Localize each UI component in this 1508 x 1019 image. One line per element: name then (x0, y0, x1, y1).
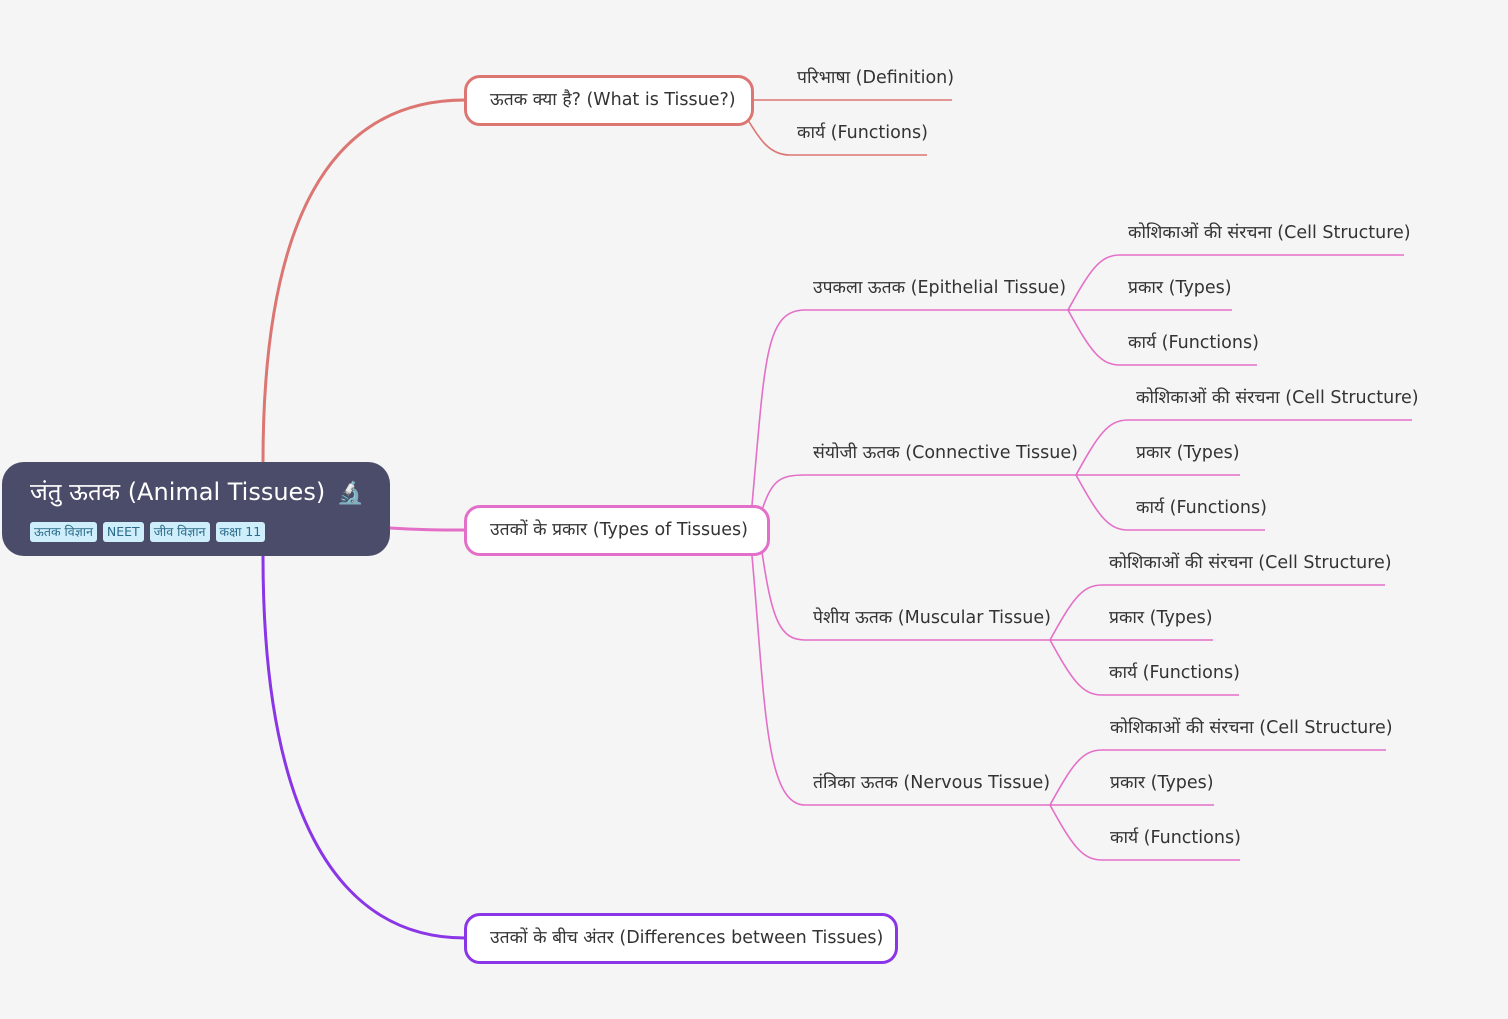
connector-types-muscular (761, 551, 1052, 641)
node-connective-functions[interactable]: कार्य (Functions) (1136, 498, 1267, 518)
connector-root-diff (261, 555, 466, 940)
branch-what-is-tissue[interactable]: ऊतक क्या है? (What is Tissue?) (464, 75, 754, 126)
node-epithelial-functions[interactable]: कार्य (Functions) (1128, 333, 1259, 353)
node-epithelial-cell-structure[interactable]: कोशिकाओं की संरचना (Cell Structure) (1128, 223, 1411, 243)
tag[interactable]: ऊतक विज्ञान (30, 522, 97, 542)
root-title: जंतु ऊतक (Animal Tissues) 🔬 (30, 476, 390, 510)
node-muscular-cell-structure[interactable]: कोशिकाओं की संरचना (Cell Structure) (1109, 553, 1392, 573)
node-connective-cell-structure[interactable]: कोशिकाओं की संरचना (Cell Structure) (1136, 388, 1419, 408)
connector-root-what (261, 98, 466, 463)
connector-ner-cell (1049, 749, 1386, 806)
connector-epi-functions (1067, 309, 1257, 366)
connector-epi-cell (1067, 254, 1404, 311)
microscope-icon: 🔬 (336, 481, 365, 506)
tag[interactable]: कक्षा 11 (215, 522, 266, 542)
node-nervous-types[interactable]: प्रकार (Types) (1110, 773, 1214, 793)
connector-types-epithelial (751, 309, 1070, 506)
node-epithelial-types[interactable]: प्रकार (Types) (1128, 278, 1232, 298)
branch-types-of-tissues[interactable]: उतकों के प्रकार (Types of Tissues) (464, 505, 770, 556)
connector-ner-functions (1049, 804, 1240, 861)
connector-mus-cell (1049, 584, 1385, 641)
connector-types-nervous (751, 555, 1052, 806)
tag[interactable]: जीव विज्ञान (149, 522, 210, 542)
connector-root-types (389, 526, 466, 532)
connector-types-connective (761, 474, 1078, 511)
tag-list: ऊतक विज्ञान NEET जीव विज्ञान कक्षा 11 (30, 522, 390, 542)
connector-con-functions (1075, 474, 1265, 531)
connector-con-cell (1075, 419, 1412, 476)
node-definition[interactable]: परिभाषा (Definition) (797, 68, 955, 88)
node-connective-tissue[interactable]: संयोजी ऊतक (Connective Tissue) (813, 443, 1078, 463)
node-functions[interactable]: कार्य (Functions) (797, 123, 928, 143)
node-nervous-cell-structure[interactable]: कोशिकाओं की संरचना (Cell Structure) (1110, 718, 1393, 738)
connector-what-functions (747, 119, 927, 156)
branch-differences[interactable]: उतकों के बीच अंतर (Differences between T… (464, 913, 898, 964)
node-muscular-functions[interactable]: कार्य (Functions) (1109, 663, 1240, 683)
node-muscular-types[interactable]: प्रकार (Types) (1109, 608, 1213, 628)
root-node[interactable]: जंतु ऊतक (Animal Tissues) 🔬 ऊतक विज्ञान … (2, 462, 390, 556)
node-nervous-tissue[interactable]: तंत्रिका ऊतक (Nervous Tissue) (813, 773, 1051, 793)
node-epithelial-tissue[interactable]: उपकला ऊतक (Epithelial Tissue) (813, 278, 1067, 298)
node-connective-types[interactable]: प्रकार (Types) (1136, 443, 1240, 463)
root-title-text: जंतु ऊतक (Animal Tissues) (30, 478, 326, 506)
connector-mus-functions (1049, 639, 1239, 696)
node-nervous-functions[interactable]: कार्य (Functions) (1110, 828, 1241, 848)
tag[interactable]: NEET (102, 522, 144, 542)
node-muscular-tissue[interactable]: पेशीय ऊतक (Muscular Tissue) (813, 608, 1051, 628)
